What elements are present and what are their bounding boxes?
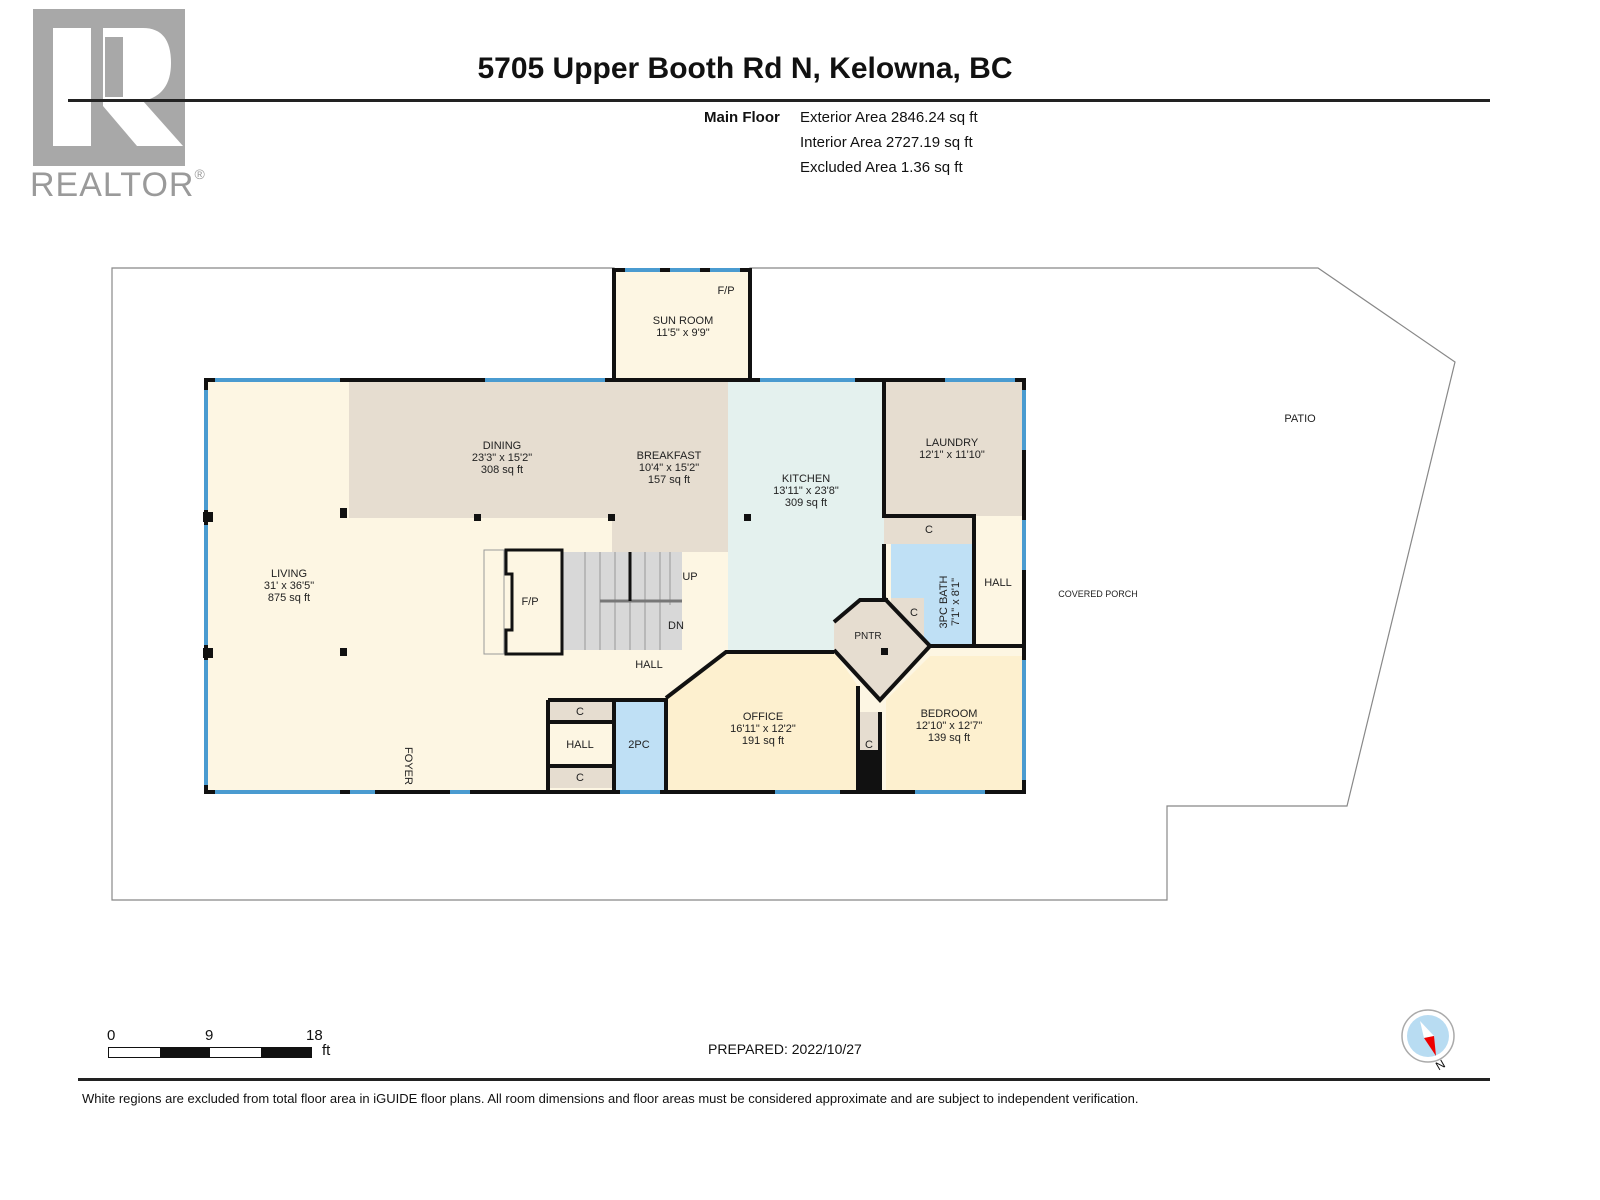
room-foyer: FOYER [402,747,414,785]
header-divider [68,99,1490,102]
room-name: HALL [984,577,1012,589]
room-closet-hall-bottom: C [576,772,584,784]
room-dims: 10'4" x 15'2" [638,462,700,474]
room-name: BEDROOM [920,708,978,720]
scale-tick-18: 18 [306,1027,323,1044]
room-name: F/P [521,596,539,608]
room-name: PNTR [854,631,882,642]
scale-tick-0: 0 [107,1027,116,1044]
room-closet-bedroom: C [865,739,873,751]
room-dims: 13'11" x 23'8" [773,485,839,497]
room-living-fireplace: F/P [521,596,538,608]
room-closet-bath: C [910,607,918,619]
room-bath-2pc: 2PC [628,739,649,751]
room-dims: 12'10" x 12'7" [915,720,983,732]
room-name: KITCHEN [781,473,831,485]
footer-divider [78,1078,1490,1081]
office-floor [666,652,858,792]
room-name: HALL [566,739,594,751]
room-name: C [576,772,584,784]
stairs-down-label: DN [668,620,684,632]
stairs-up-label: UP [682,571,697,583]
scale-tick-9: 9 [205,1027,214,1044]
room-name: DINING [482,440,522,452]
registered-mark: ® [194,166,206,182]
room-closet-hall-top: C [576,706,584,718]
scale-unit: ft [322,1042,331,1059]
room-name: LIVING [270,568,308,580]
floor-label: Main Floor [704,109,780,126]
compass-icon [1401,1009,1455,1063]
area-patio: PATIO [1284,413,1315,425]
room-area: 309 sq ft [784,497,828,509]
room-name: C [910,607,918,619]
room-name: COVERED PORCH [1058,589,1138,599]
room-area: 308 sq ft [480,464,524,476]
interior-area: Interior Area 2727.19 sq ft [800,134,973,151]
room-name: 3PC BATH [938,575,950,629]
room-area: 875 sq ft [267,592,311,604]
room-dims: 31' x 36'5" [263,580,315,592]
room-name: FOYER [402,747,414,785]
room-hall-main: HALL [635,659,663,671]
room-area: 139 sq ft [927,732,971,744]
page-title: 5705 Upper Booth Rd N, Kelowna, BC [477,52,1013,85]
room-name: PATIO [1284,413,1316,425]
room-area: 157 sq ft [647,474,691,486]
room-dims: 12'1" x 11'10" [919,449,985,461]
room-name: 2PC [628,739,650,751]
room-name: F/P [717,285,735,297]
room-dims: 16'11" x 12'2" [730,723,796,735]
room-dims: 11'5" x 9'9" [656,327,710,339]
scale-bar [108,1047,312,1058]
excluded-area: Excluded Area 1.36 sq ft [800,159,963,176]
brand-name: REALTOR [30,166,195,204]
room-name: C [865,739,873,751]
area-covered-porch: COVERED PORCH [1058,588,1138,600]
exterior-area: Exterior Area 2846.24 sq ft [800,109,978,126]
room-name: UP [682,571,698,583]
bath-2pc-floor [614,700,664,790]
room-pantry: PNTR [854,631,881,643]
room-name: OFFICE [742,711,784,723]
laundry-floor [884,382,1022,516]
room-name: LAUNDRY [925,437,979,449]
realtor-logo [33,9,185,166]
sun-room-floor [614,270,750,382]
room-name: C [925,524,933,536]
floor-plan [111,267,1456,901]
room-name: SUN ROOM [652,315,714,327]
disclaimer: White regions are excluded from total fl… [82,1091,1139,1106]
room-closet-laundry: C [925,524,933,536]
room-area: 191 sq ft [741,735,785,747]
room-name: C [576,706,584,718]
room-dims: 7'1" x 8'1" [950,577,962,627]
room-name: BREAKFAST [636,450,702,462]
room-dims: 23'3" x 15'2" [471,452,533,464]
room-sun-room-fireplace: F/P [717,285,734,297]
room-name: HALL [635,659,663,671]
room-hall-east: HALL [984,577,1012,589]
realtor-r-icon [53,28,183,146]
prepared-date: PREPARED: 2022/10/27 [708,1041,862,1057]
bedroom-floor [886,656,1022,792]
room-hall-small: HALL [566,739,594,751]
room-name: DN [668,620,684,632]
realtor-wordmark: REALTOR® [30,166,206,205]
